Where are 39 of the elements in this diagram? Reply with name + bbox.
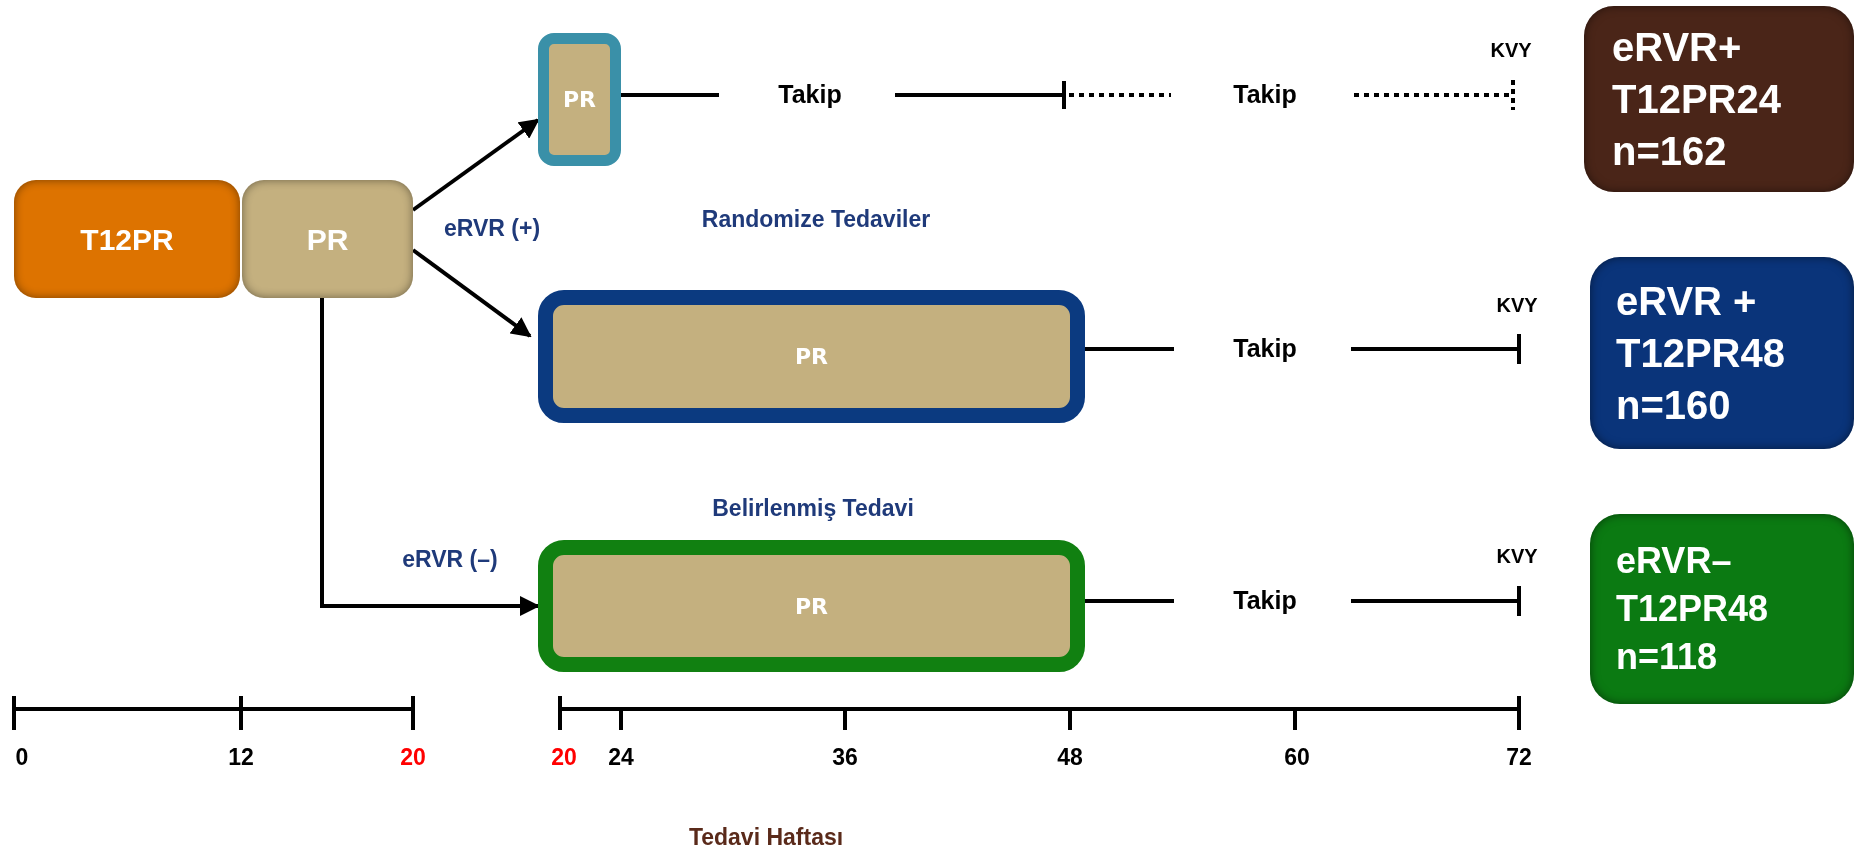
tick-label: 48 — [1057, 742, 1083, 772]
axis-title: Tedavi Haftası — [688, 822, 844, 852]
box-label: PR — [306, 221, 349, 258]
group-heading: Belirlenmiş Tedavi — [712, 493, 914, 523]
box-label: eRVR– T12PR48 n=118 — [1616, 539, 1770, 679]
treatment-phase-box — [538, 33, 621, 166]
box-label: eRVR+ T12PR24 n=162 — [1612, 24, 1782, 175]
group-heading: Randomize Tedaviler — [701, 204, 931, 234]
tick-label: 24 — [608, 742, 634, 772]
arrow — [320, 298, 540, 616]
treatment-phase-box — [242, 180, 413, 298]
outcome-box — [1584, 6, 1854, 192]
outcome-box — [1590, 257, 1854, 449]
arrow — [411, 118, 540, 212]
tick-label: 20 — [551, 742, 577, 772]
tick-label: 0 — [15, 742, 29, 772]
timepoint-label: KVY — [1496, 293, 1538, 318]
treatment-phase-box — [538, 540, 1085, 672]
timepoint-label: KVY — [1496, 544, 1538, 569]
tick-label: 60 — [1284, 742, 1310, 772]
box-label: eRVR + T12PR48 n=160 — [1616, 278, 1786, 429]
phase-label: Takip — [1233, 333, 1297, 365]
box-label: PR — [794, 592, 829, 621]
box-label: PR — [562, 86, 597, 114]
branch-label: eRVR (+) — [443, 213, 541, 243]
tick-label: 72 — [1506, 742, 1532, 772]
tick-label: 20 — [400, 742, 426, 772]
phase-label: Takip — [1233, 79, 1297, 111]
phase-label: Takip — [1233, 585, 1297, 617]
outcome-box — [1590, 514, 1854, 704]
tick-label: 12 — [228, 742, 254, 772]
treatment-phase-box — [14, 180, 240, 298]
timepoint-label: KVY — [1490, 38, 1532, 63]
arrow — [411, 248, 532, 338]
treatment-phase-box — [538, 290, 1085, 423]
tick-label: 36 — [832, 742, 858, 772]
box-label: T12PR — [80, 221, 174, 258]
phase-label: Takip — [778, 79, 842, 111]
box-label: PR — [794, 343, 829, 371]
